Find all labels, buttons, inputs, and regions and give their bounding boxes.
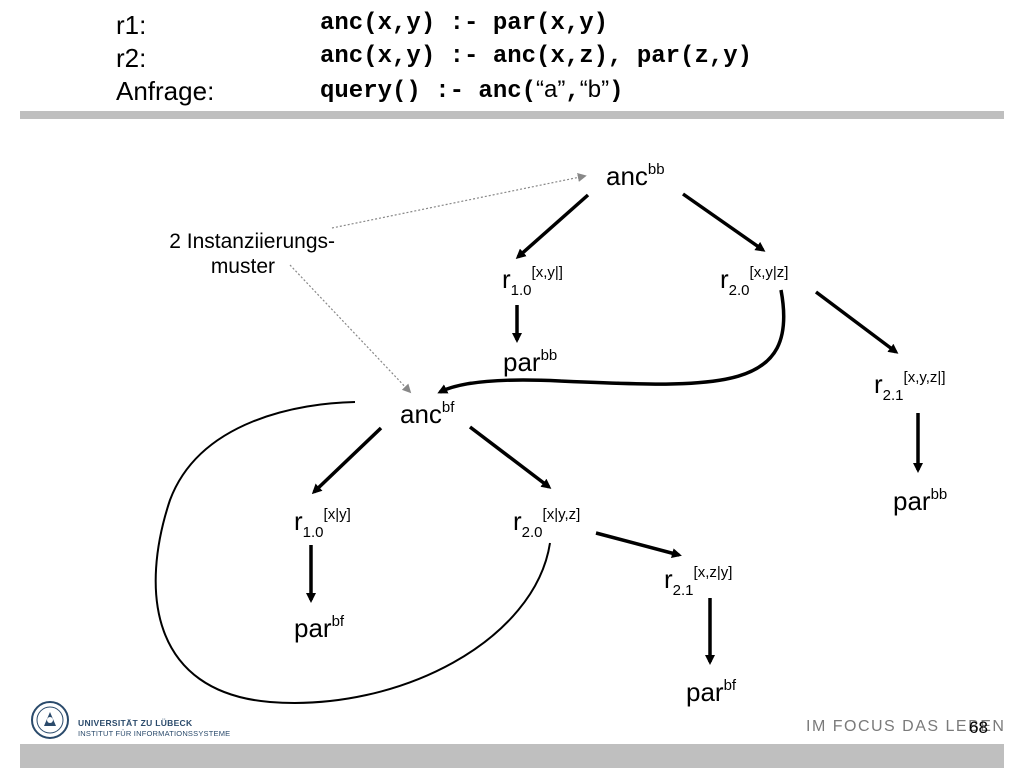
institute-name: INSTITUT FÜR INFORMATIONSSYSTEME — [78, 729, 231, 738]
university-seal-icon — [31, 701, 69, 739]
rule-1-label: r1: — [116, 10, 147, 40]
node-sup: bb — [540, 347, 558, 364]
rule-2-code: anc(x,y) :- anc(x,z), par(z,y) — [320, 43, 753, 70]
node-sup: [x|y,z] — [542, 506, 581, 523]
node-sup: bb — [647, 161, 665, 178]
query-code-suffix: ) — [609, 78, 624, 105]
rules-header: r1: anc(x,y) :- par(x,y) r2: anc(x,y) :-… — [0, 0, 1024, 110]
node-base: r — [513, 506, 522, 536]
query-arg-a: “a” — [536, 76, 566, 103]
node-sub: 2.1 — [882, 387, 904, 404]
node-r10-top: r1.0[x,y|] — [502, 265, 563, 298]
node-base: r — [502, 264, 511, 294]
node-r21-top: r2.1[x,y,z|] — [874, 370, 945, 403]
node-sub: 2.1 — [672, 582, 694, 599]
page-number: 68 — [969, 718, 988, 737]
node-sub: 2.0 — [521, 524, 543, 541]
node-anc-bb: ancbb — [606, 162, 665, 189]
node-par-bb-2: parbb — [893, 487, 947, 514]
query-code: query() :- anc(“a”,“b”) — [320, 76, 624, 105]
edge-r20-to-anc-bf — [437, 289, 786, 394]
edge-anc-bb-to-r20 — [681, 192, 766, 252]
footer-bar — [20, 744, 1004, 768]
note-line-2: muster — [210, 255, 275, 279]
node-base: par — [893, 486, 931, 516]
node-par-bf-2: parbf — [686, 678, 736, 705]
node-sup: [x|y] — [323, 506, 351, 523]
note-line-1: 2 Instanziierungs- — [169, 230, 335, 253]
node-sub: 2.0 — [728, 282, 750, 299]
node-base: par — [686, 677, 724, 707]
node-sup: bb — [930, 486, 948, 503]
header-divider — [20, 111, 1004, 119]
university-name: UNIVERSITÄT ZU LÜBECK — [78, 718, 193, 728]
annotation-arrow-to-anc-bb — [331, 173, 587, 229]
node-sup: [x,y,z|] — [903, 369, 946, 386]
node-par-bf-1: parbf — [294, 614, 344, 641]
node-r20-bot: r2.0[x|y,z] — [513, 507, 580, 540]
instantiation-pattern-note: 2 Instanziierungs- muster — [135, 229, 335, 279]
query-arg-b: “b” — [579, 76, 610, 103]
node-sub: 1.0 — [302, 524, 324, 541]
edge-r20-to-r21 — [814, 290, 899, 354]
node-base: r — [664, 564, 673, 594]
rule-2-label: r2: — [116, 43, 147, 73]
node-base: anc — [606, 161, 648, 191]
node-sup: bf — [723, 677, 737, 694]
node-base: r — [720, 264, 729, 294]
node-sup: [x,y|] — [531, 264, 563, 281]
node-anc-bf: ancbf — [400, 400, 454, 427]
rule-1-code: anc(x,y) :- par(x,y) — [320, 10, 609, 37]
edge-anc-bf-to-r20 — [468, 425, 552, 489]
node-base: r — [294, 506, 303, 536]
node-base: r — [874, 369, 883, 399]
node-r21-bot: r2.1[x,z|y] — [664, 565, 732, 598]
query-label: Anfrage: — [116, 76, 215, 106]
node-sup: [x,z|y] — [693, 564, 733, 581]
node-r20-top: r2.0[x,y|z] — [720, 265, 788, 298]
node-par-bb-1: parbb — [503, 348, 557, 375]
node-base: par — [294, 613, 332, 643]
node-r10-bot: r1.0[x|y] — [294, 507, 351, 540]
edge-anc-bb-to-r10 — [515, 193, 590, 259]
node-base: anc — [400, 399, 442, 429]
annotation-arrow-to-anc-bf — [289, 264, 412, 394]
query-code-prefix: query() :- anc( — [320, 78, 537, 105]
node-sup: [x,y|z] — [749, 264, 789, 281]
node-sup: bf — [331, 613, 345, 630]
edge-r20-to-r21 — [595, 531, 682, 559]
query-separator: , — [565, 78, 580, 105]
university-motto: IM FOCUS DAS LEBEN — [806, 718, 1006, 735]
node-sub: 1.0 — [510, 282, 532, 299]
node-sup: bf — [441, 399, 455, 416]
edge-recursive-loop — [154, 401, 551, 704]
node-base: par — [503, 347, 541, 377]
edge-anc-bf-to-r10 — [311, 426, 383, 495]
